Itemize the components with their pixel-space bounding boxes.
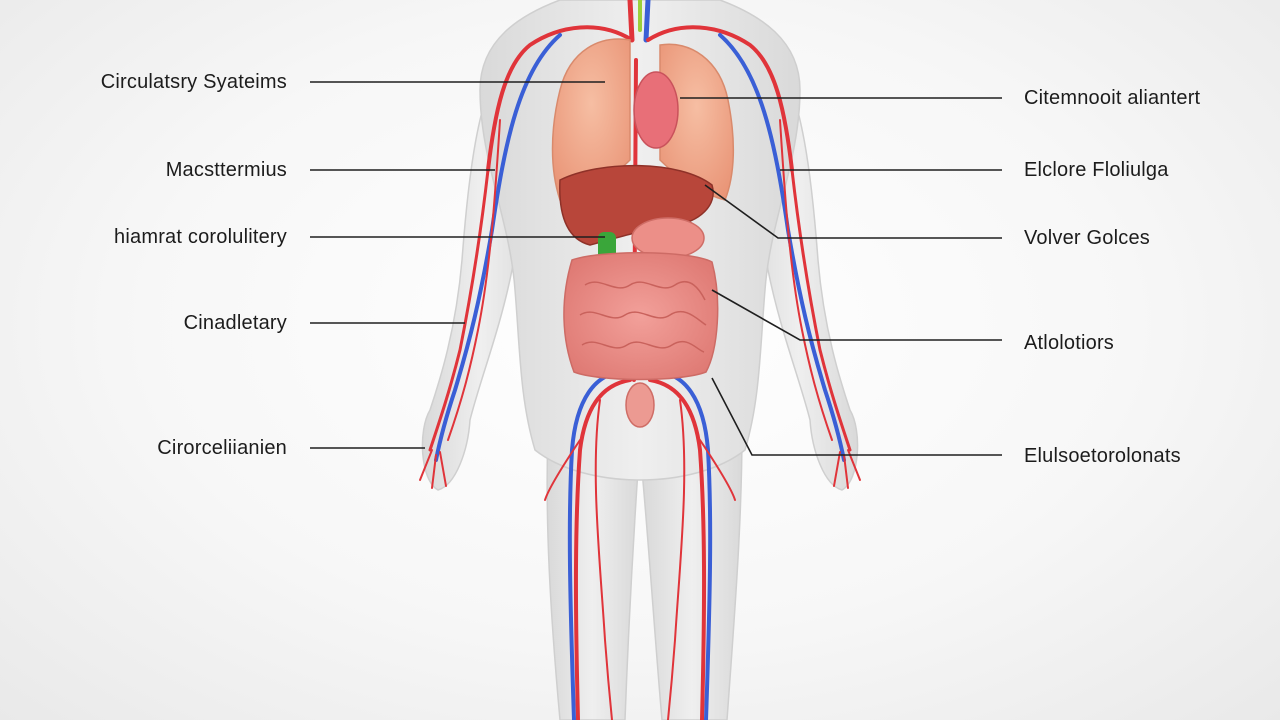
left-leg-vein	[567, 370, 627, 720]
neck-artery	[627, 0, 635, 43]
left-hand-vessels	[419, 449, 447, 489]
label-left-3: hiamrat corolulitery	[114, 226, 287, 248]
arch-right	[646, 25, 794, 172]
label-right-5: Elulsoetorolonats	[1024, 445, 1181, 467]
bladder	[625, 382, 655, 428]
leader-line-right-4	[711, 289, 1002, 341]
label-right-3: Volver Golces	[1024, 227, 1150, 249]
label-left-2: Macsttermius	[165, 159, 287, 181]
right-leg-artery	[648, 378, 707, 720]
leader-lines-left	[310, 81, 605, 449]
heart	[633, 71, 679, 149]
leader-line-right-3	[704, 184, 1002, 239]
left-leg-branch-2	[544, 439, 581, 501]
label-right-2: Elclore Floliulga	[1024, 159, 1169, 181]
leader-lines-right	[680, 97, 1002, 456]
left-arm-vein	[434, 33, 562, 462]
arch-left	[486, 25, 634, 172]
right-leg-vein	[653, 370, 713, 720]
neck-vein	[643, 0, 651, 43]
right-arm-artery-2	[779, 119, 833, 441]
left-arm-artery	[428, 168, 490, 452]
label-left-5: Cirorceliianien	[157, 437, 287, 459]
left-arm-artery-2	[447, 119, 501, 441]
label-right-4: Atlolotiors	[1024, 332, 1115, 354]
right-leg-branch	[667, 399, 686, 720]
label-left-1: Circulatsry Syateims	[100, 71, 287, 93]
left-leg-artery	[573, 378, 632, 720]
label-left-4: Cinadletary	[183, 312, 287, 334]
right-arm-vein	[718, 33, 846, 462]
leader-line-right-5	[711, 377, 1002, 456]
label-right-1: Citemnooit aliantert	[1024, 87, 1201, 109]
intestines	[563, 251, 719, 381]
intestine-folds	[579, 280, 707, 353]
right-arm-artery	[790, 168, 852, 452]
organs	[551, 38, 735, 428]
right-leg-branch-2	[699, 439, 736, 501]
left-leg-branch	[594, 399, 613, 720]
